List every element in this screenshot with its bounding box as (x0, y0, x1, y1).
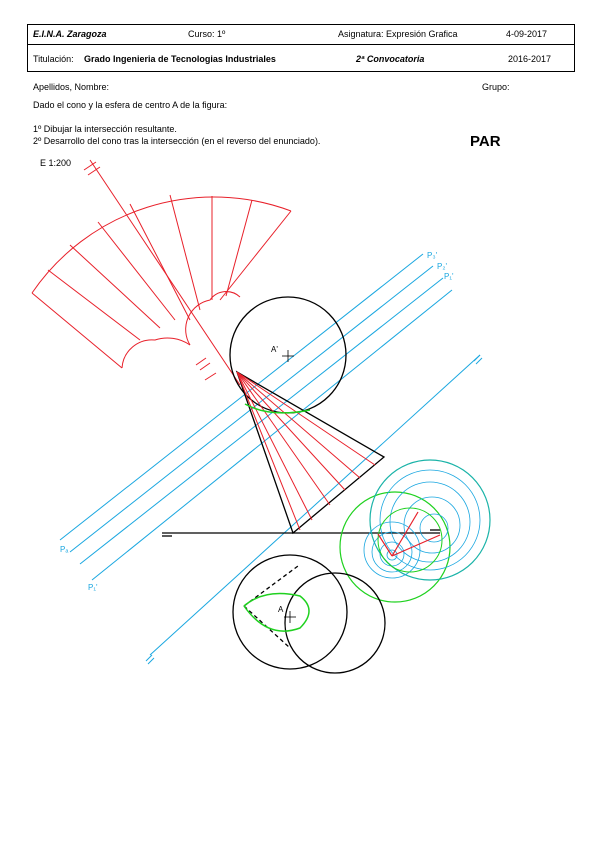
section-plane-lines (59, 253, 483, 665)
label-p1: P₁' (444, 272, 454, 281)
degree-name: Grado Ingenieria de Tecnologias Industri… (84, 54, 276, 64)
intersection-curve-plan (243, 592, 310, 632)
auxiliary-spheres (339, 459, 491, 603)
label-p2: P₂' (437, 262, 447, 271)
degree-prefix: Titulación: (33, 54, 74, 64)
plan-view (232, 554, 386, 674)
task-1: 1º Dibujar la intersección resultante. (33, 124, 177, 134)
statement-intro: Dado el cono y la esfera de centro A de … (33, 100, 228, 110)
school-name: E.I.N.A. Zaragoza (33, 29, 107, 39)
subject-label: Asignatura: Expresión Grafica (338, 29, 458, 39)
group-field-label: Grupo: (482, 82, 510, 92)
exam-call: 2ª Convocatoria (356, 54, 425, 64)
task-2: 2º Desarrollo del cono tras la intersecc… (33, 136, 321, 146)
parity-label: PAR (470, 133, 501, 150)
intersection-curve-elevation (244, 403, 311, 414)
header-row-1 (27, 24, 575, 45)
label-a-plan: A (278, 605, 284, 614)
label-pb: P₁' (88, 583, 98, 592)
exam-date: 4-09-2017 (506, 29, 548, 39)
scale-label: E 1:200 (40, 158, 72, 168)
academic-year: 2016-2017 (508, 54, 552, 64)
label-pa: Pₐ (60, 545, 69, 554)
course-label: Curso: 1º (188, 29, 226, 39)
label-p3: P₃' (427, 251, 438, 260)
header-row-2 (27, 45, 575, 72)
label-a-elevation: A' (271, 345, 278, 354)
cone-generatrices (236, 371, 376, 531)
cone-development (31, 159, 292, 386)
name-field-label: Apellidos, Nombre: (33, 82, 110, 92)
